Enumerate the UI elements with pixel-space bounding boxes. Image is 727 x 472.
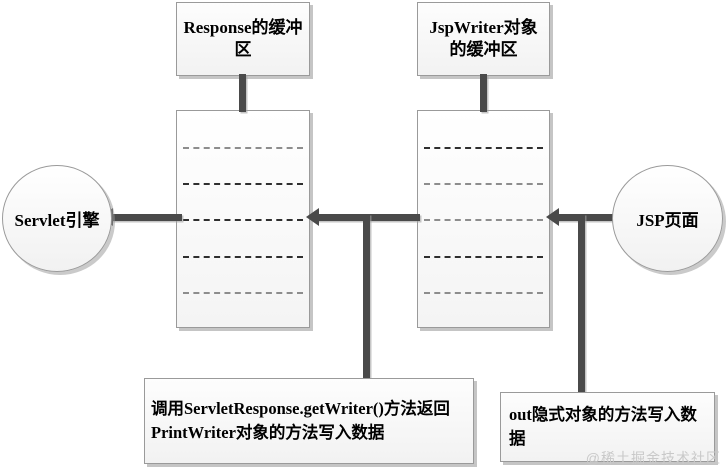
buffer-divider bbox=[183, 256, 303, 258]
buffer-divider bbox=[424, 292, 543, 294]
jspwriter-buffer-caption-text: JspWriter对象的缓冲区 bbox=[429, 17, 538, 59]
jsp-page-label: JSP页面 bbox=[636, 211, 699, 230]
watermark: @稀土掘金技术社区 bbox=[585, 450, 721, 466]
response-buffer-caption-box: Response的缓冲区 bbox=[176, 2, 310, 76]
getwriter-note-text: 调用ServletResponse.getWriter()方法返回PrintWr… bbox=[151, 399, 450, 442]
out-note-box: out隐式对象的方法写入数据 bbox=[500, 392, 715, 462]
arrowhead-to-jspwriter-buffer bbox=[546, 208, 559, 226]
connector-caption-to-response-buffer bbox=[239, 74, 246, 112]
buffer-divider bbox=[183, 147, 303, 149]
getwriter-note-box: 调用ServletResponse.getWriter()方法返回PrintWr… bbox=[144, 378, 474, 464]
connector-getwriter-note-to-flow bbox=[363, 214, 370, 384]
jspwriter-buffer-caption-box: JspWriter对象的缓冲区 bbox=[417, 2, 550, 76]
buffer-divider bbox=[424, 256, 543, 258]
jsp-page-node: JSP页面 bbox=[612, 165, 723, 272]
servlet-engine-node: Servlet引擎 bbox=[2, 165, 112, 272]
servlet-engine-label: Servlet引擎 bbox=[14, 211, 100, 230]
buffer-divider bbox=[424, 147, 543, 149]
response-buffer-box bbox=[176, 110, 310, 328]
jspwriter-buffer-box bbox=[417, 110, 550, 328]
buffer-divider bbox=[424, 219, 543, 221]
buffer-divider bbox=[183, 219, 303, 221]
connector-out-note-to-flow bbox=[578, 214, 585, 398]
arrowhead-to-response-buffer bbox=[306, 208, 319, 226]
response-buffer-caption-text: Response的缓冲区 bbox=[183, 17, 303, 59]
connector-jsp-page-to-jspwriter-buffer bbox=[552, 214, 622, 221]
buffer-divider bbox=[424, 183, 543, 185]
connector-caption-to-jspwriter-buffer bbox=[480, 74, 487, 112]
connector-response-buffer-to-servlet-engine bbox=[108, 214, 182, 221]
out-note-text: out隐式对象的方法写入数据 bbox=[509, 405, 697, 448]
buffer-divider bbox=[183, 292, 303, 294]
buffer-divider bbox=[183, 183, 303, 185]
